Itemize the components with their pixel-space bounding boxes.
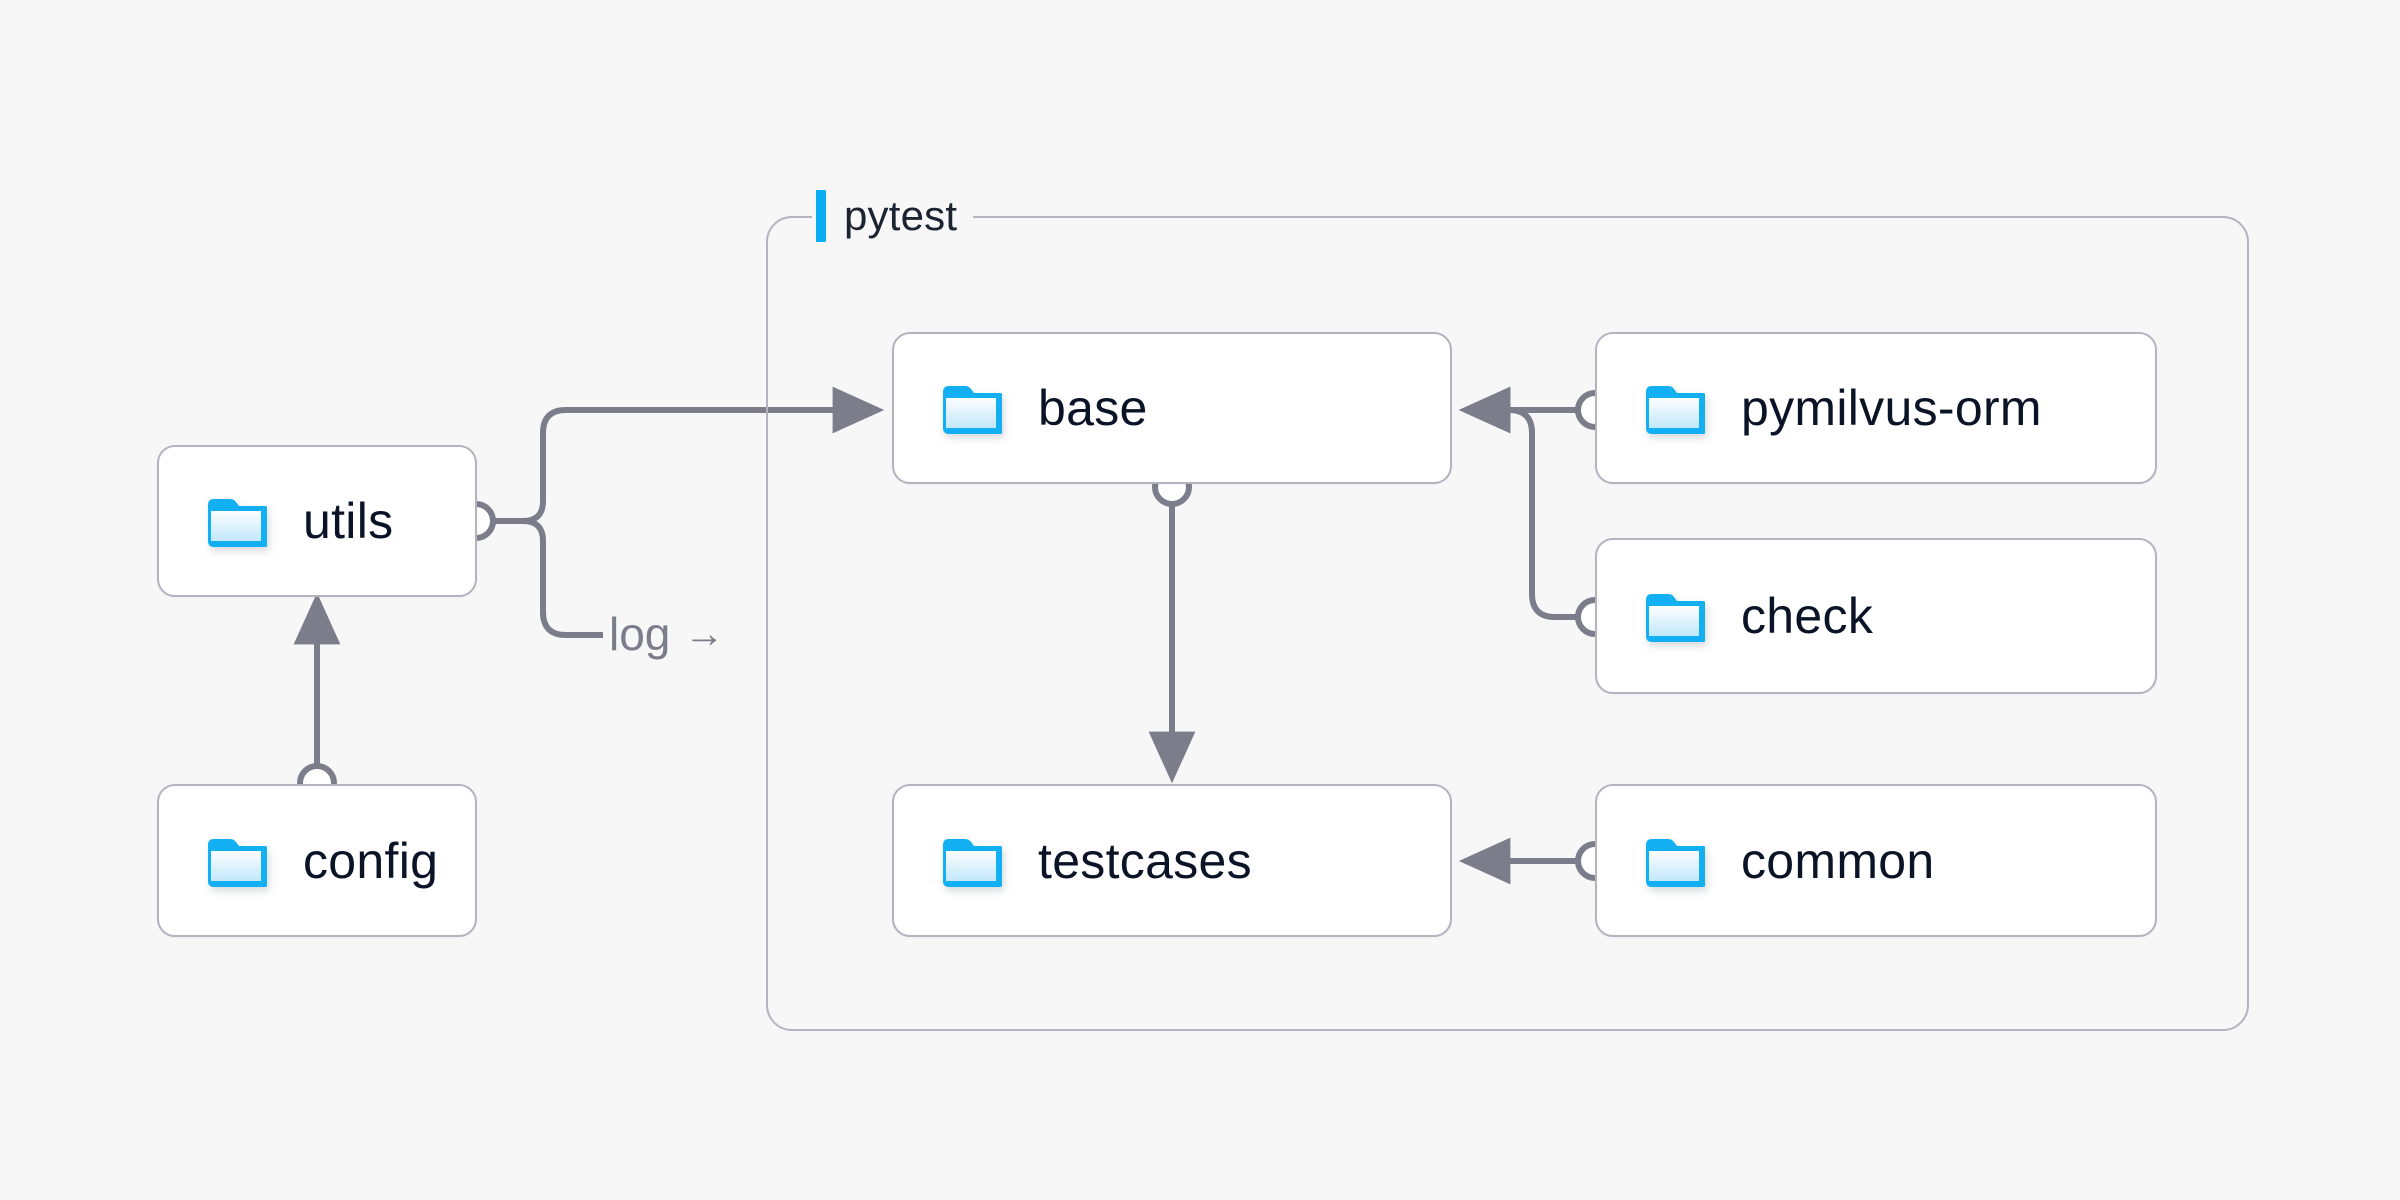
folder-icon: [1646, 838, 1705, 887]
node-testcases[interactable]: testcases: [892, 784, 1452, 937]
edge-label-log: log →: [603, 607, 731, 661]
folder-icon: [208, 838, 267, 887]
node-pymilvus-orm[interactable]: pymilvus-orm: [1595, 332, 2157, 484]
node-check-label: check: [1741, 588, 1874, 644]
folder-icon: [1646, 386, 1705, 434]
arrow-right-icon: →: [684, 612, 725, 656]
folder-icon: [943, 838, 1002, 887]
edge-label-log-text: log: [609, 608, 671, 660]
node-common[interactable]: common: [1595, 784, 2157, 937]
node-common-label: common: [1741, 832, 1935, 889]
edge-config-to-utils: [293, 592, 341, 803]
node-base[interactable]: base: [892, 332, 1452, 484]
node-config[interactable]: config: [157, 784, 477, 937]
node-config-label: config: [303, 832, 439, 889]
folder-icon: [943, 386, 1002, 434]
node-testcases-label: testcases: [1038, 832, 1252, 889]
folder-icon: [208, 499, 267, 547]
node-utils-label: utils: [303, 493, 394, 549]
group-pytest-label: pytest: [844, 192, 958, 239]
node-utils[interactable]: utils: [157, 445, 477, 597]
node-pymilvus-orm-label: pymilvus-orm: [1741, 380, 2042, 436]
node-check[interactable]: check: [1595, 538, 2157, 694]
group-pytest[interactable]: [766, 216, 2249, 1031]
group-pytest-title: pytest: [812, 187, 974, 245]
folder-icon: [1646, 594, 1705, 642]
node-base-label: base: [1038, 380, 1148, 436]
accent-bar-icon: [816, 190, 826, 242]
